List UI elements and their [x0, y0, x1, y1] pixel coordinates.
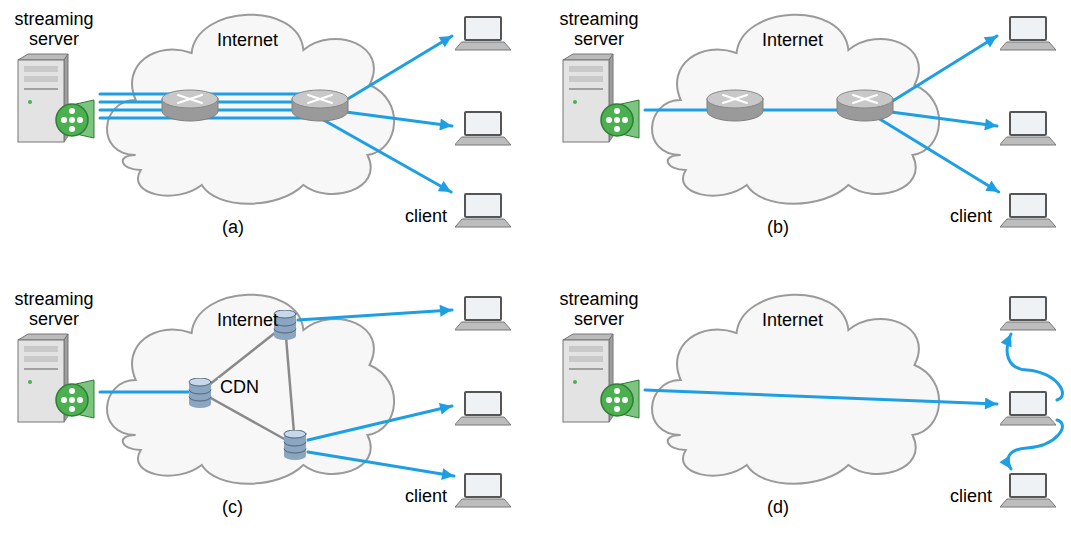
laptop	[1000, 391, 1056, 425]
router	[162, 90, 218, 121]
server-label: streaming server	[553, 10, 645, 50]
client-label: client	[405, 207, 447, 228]
label-holder: (d)	[765, 498, 791, 518]
panel-letter: (a)	[220, 218, 246, 238]
laptop	[455, 391, 511, 425]
cdn-label: CDN	[218, 378, 261, 398]
laptop-icon	[455, 192, 511, 228]
client-laptop: client	[950, 472, 1056, 508]
label-holder: (b)	[765, 218, 791, 238]
cdn-server	[284, 430, 306, 460]
streaming-server: streaming server	[8, 290, 100, 424]
stream-arrow	[308, 406, 452, 440]
server-icon	[18, 334, 94, 422]
laptop	[455, 16, 511, 50]
internet-cloud: Internet	[95, 5, 400, 205]
panel-a-illustration	[100, 16, 511, 145]
server-icon	[557, 332, 641, 424]
laptop-icon	[455, 472, 511, 508]
router	[837, 90, 893, 121]
stream-arrow	[891, 36, 997, 102]
stream-line	[100, 391, 188, 394]
stream-arrow	[346, 36, 452, 100]
cloud-label: Internet	[95, 31, 400, 51]
panel-b-illustration	[707, 16, 1056, 145]
server-icon	[557, 52, 641, 144]
label-holder: (c)	[220, 498, 245, 518]
stream-connector	[645, 110, 999, 192]
label-holder: CDN	[218, 378, 261, 398]
laptop-icon	[1000, 193, 1056, 227]
laptop-icon	[1000, 472, 1056, 508]
cdn-server	[189, 378, 211, 408]
streaming-server: streaming server	[8, 10, 100, 144]
stream-arrow	[308, 452, 454, 476]
client-laptop: client	[950, 192, 1056, 228]
laptop-icon	[455, 193, 511, 227]
laptop	[1000, 296, 1056, 330]
server-icon	[12, 332, 96, 424]
panel-letter: (c)	[220, 498, 245, 518]
client-label: client	[950, 207, 992, 228]
label-holder: (a)	[220, 218, 246, 238]
laptop-icon	[1000, 192, 1056, 228]
server-icon	[563, 54, 639, 142]
p2p-relay-arrow	[1007, 334, 1062, 400]
laptop-icon	[455, 473, 511, 507]
router	[707, 90, 763, 121]
server-label: streaming server	[8, 10, 100, 50]
cloud-label: Internet	[640, 31, 945, 51]
laptop	[455, 296, 511, 330]
server-label: streaming server	[8, 290, 100, 330]
router	[292, 90, 348, 121]
stream-arrow	[645, 390, 997, 404]
panel-letter: (d)	[765, 498, 791, 518]
laptop	[1000, 16, 1056, 50]
cdn-server	[274, 310, 296, 340]
server-icon	[18, 54, 94, 142]
laptop	[455, 111, 511, 145]
server-icon	[12, 52, 96, 144]
server-icon	[563, 334, 639, 422]
streaming-server: streaming server	[553, 290, 645, 424]
stream-arrow	[891, 112, 997, 126]
internet-cloud: Internet	[640, 285, 945, 485]
cloud-label: Internet	[640, 311, 945, 331]
p2p-relay-arrow	[1008, 420, 1062, 469]
cdn-link	[200, 325, 295, 445]
panel-c-illustration	[100, 296, 511, 476]
client-label: client	[950, 487, 992, 508]
stream-arrow	[298, 310, 452, 320]
stream-arrow	[346, 112, 452, 126]
streaming-server: streaming server	[553, 10, 645, 144]
client-laptop: client	[405, 472, 511, 508]
server-label: streaming server	[553, 290, 645, 330]
panel-d-illustration	[645, 296, 1062, 469]
laptop	[1000, 111, 1056, 145]
client-label: client	[405, 487, 447, 508]
stream-connector	[100, 118, 451, 192]
laptop-icon	[1000, 473, 1056, 507]
internet-cloud: Internet	[640, 5, 945, 205]
client-laptop: client	[405, 192, 511, 228]
panel-letter: (b)	[765, 218, 791, 238]
cloud-label: Internet	[95, 311, 400, 331]
